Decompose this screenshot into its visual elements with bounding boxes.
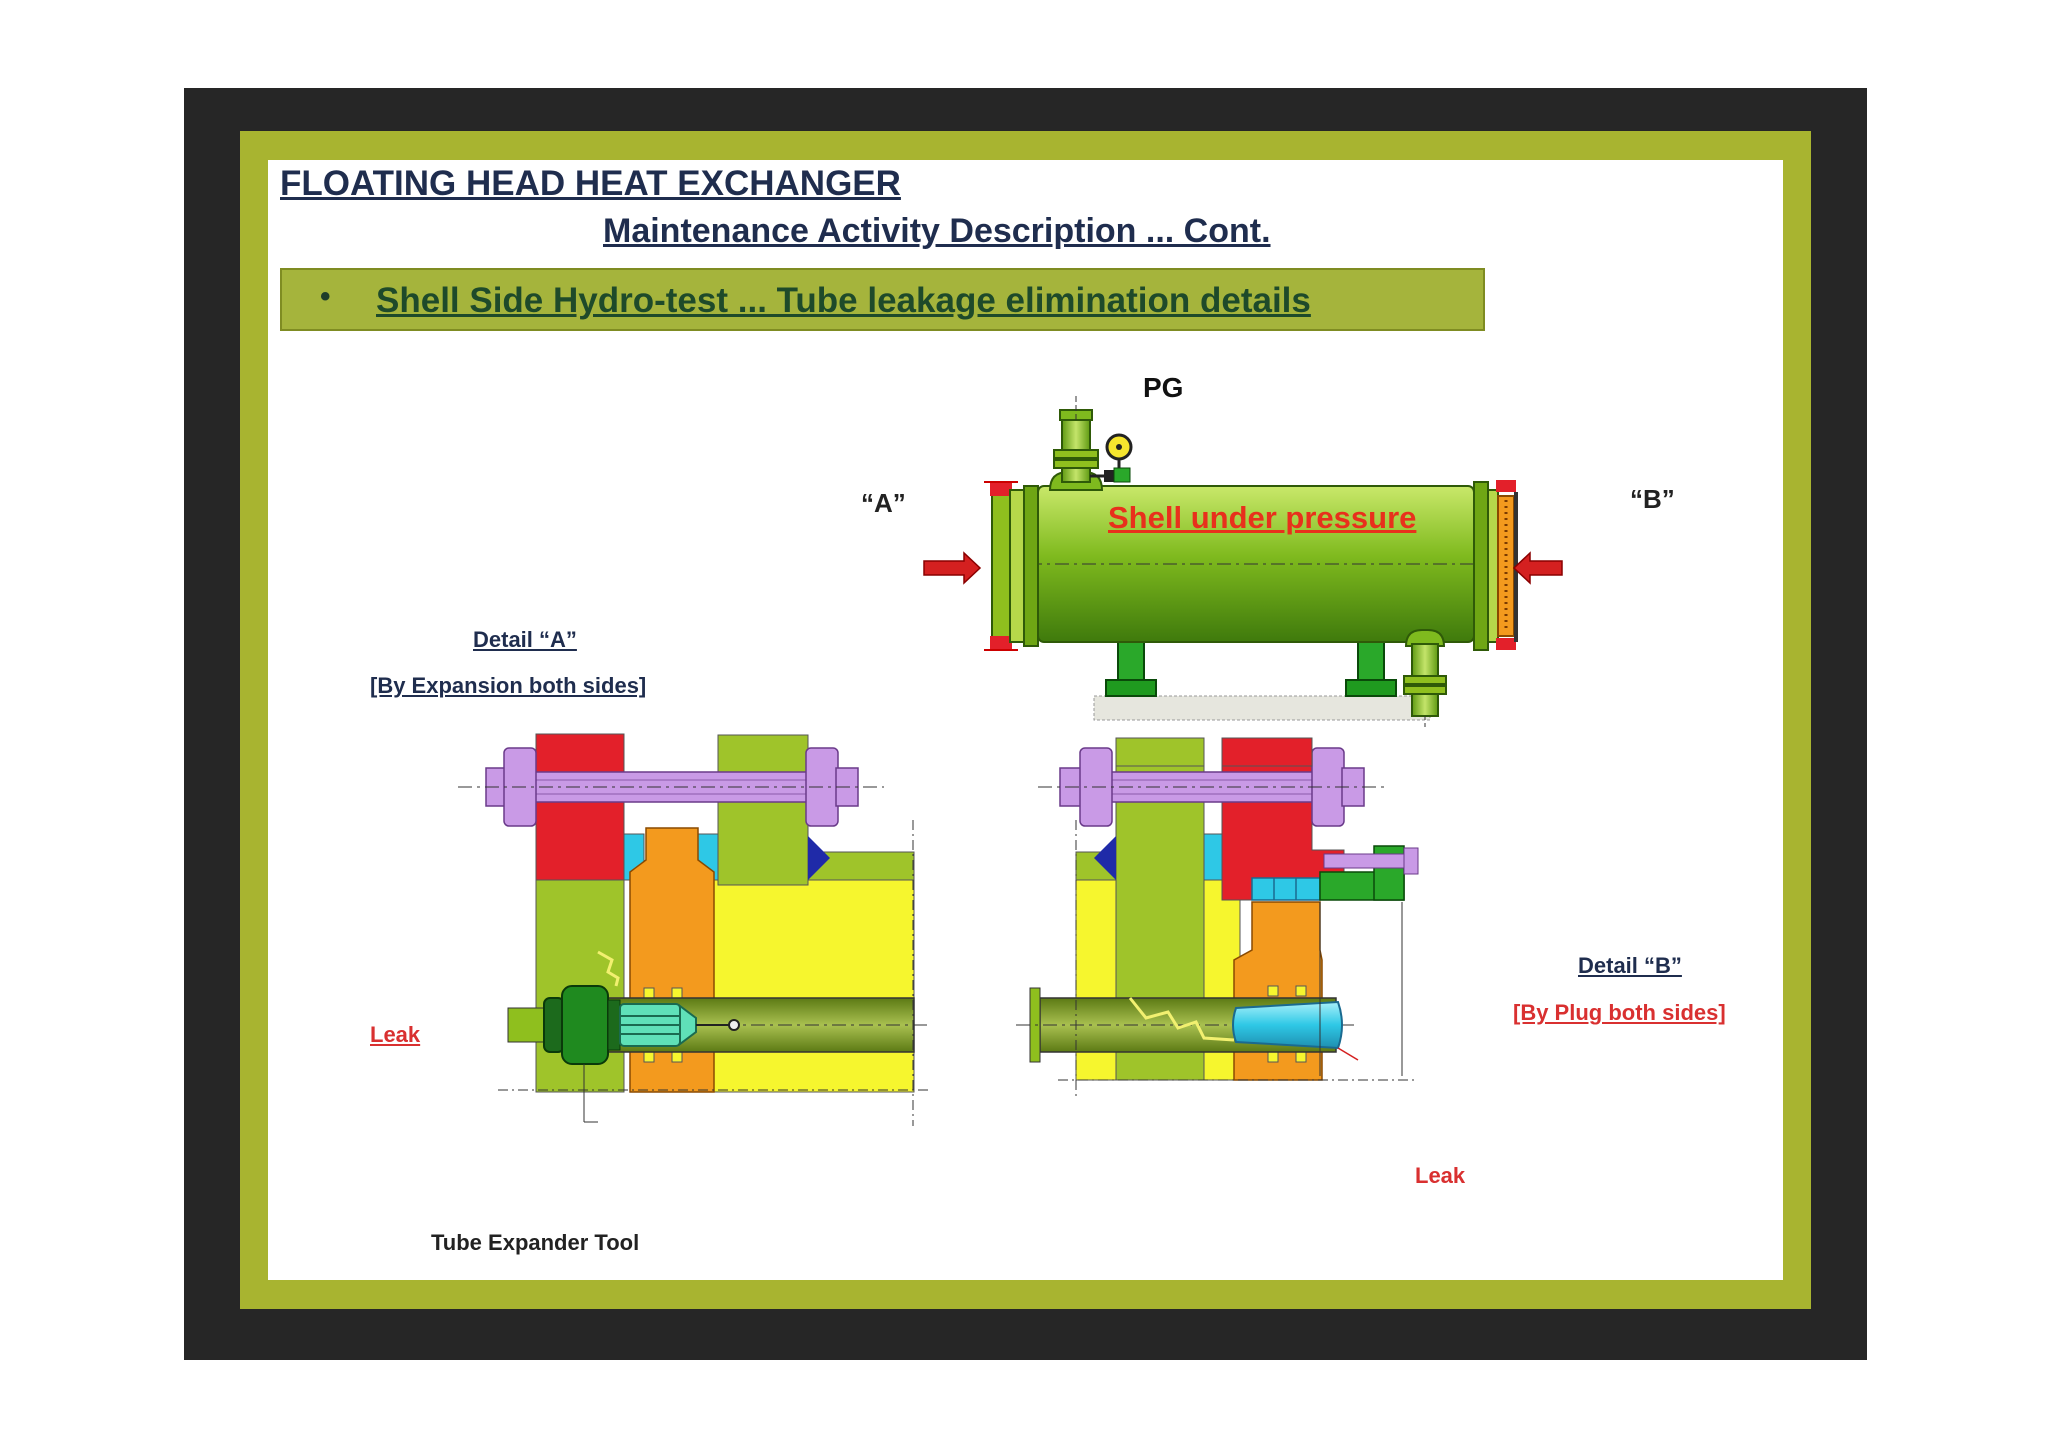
shell-pressure-label: Shell under pressure [1108,500,1417,535]
banner-text: Shell Side Hydro-test ... Tube leakage e… [376,281,1311,320]
bullet-icon: • [320,280,331,313]
slide: FLOATING HEAD HEAT EXCHANGER Maintenance… [268,160,1783,1280]
tube-expander-tool-label: Tube Expander Tool [431,1230,640,1255]
detail-a-drawing [458,733,928,1126]
leak-path-b [1128,997,1235,1042]
arrow-left-icon-b [1512,551,1563,585]
channel-flange-left [984,481,1039,651]
detail-b-drawing [1016,737,1419,1098]
shell-outlet-nozzle [1403,629,1447,730]
tube-expander-tool-icon [507,985,740,1065]
detail-a-title: Detail “A” [473,627,577,652]
stud-bolt-a [458,747,884,827]
detail-b-title: Detail “B” [1578,953,1682,978]
shell-inlet-nozzle [1048,396,1104,491]
floating-head-flange-right [1473,480,1518,651]
exchanger-overview [923,396,1563,730]
pressure-gauge-label: PG [1143,372,1184,403]
stud-bolt-b [1038,747,1388,827]
tube-plug-icon [1232,1000,1343,1050]
leak-label-a: Leak [370,1022,421,1047]
detail-a-subtitle: [By Expansion both sides] [370,673,647,698]
foundation-base [1093,695,1431,721]
leak-label-b: Leak [1415,1163,1466,1188]
section-banner: • Shell Side Hydro-test ... Tube leakage… [280,268,1485,331]
page-subtitle: Maintenance Activity Description ... Con… [603,212,1271,250]
detail-b-subtitle: [By Plug both sides] [1513,1000,1726,1025]
detail-a-marker: “A” [861,488,906,518]
detail-b-marker: “B” [1630,484,1675,514]
arrow-right-icon-a [923,551,982,585]
exchanger-diagram [458,396,1563,1126]
leak-path-a [597,950,620,987]
pressure-gauge-icon [1090,433,1133,483]
page-title: FLOATING HEAD HEAT EXCHANGER [280,164,901,203]
